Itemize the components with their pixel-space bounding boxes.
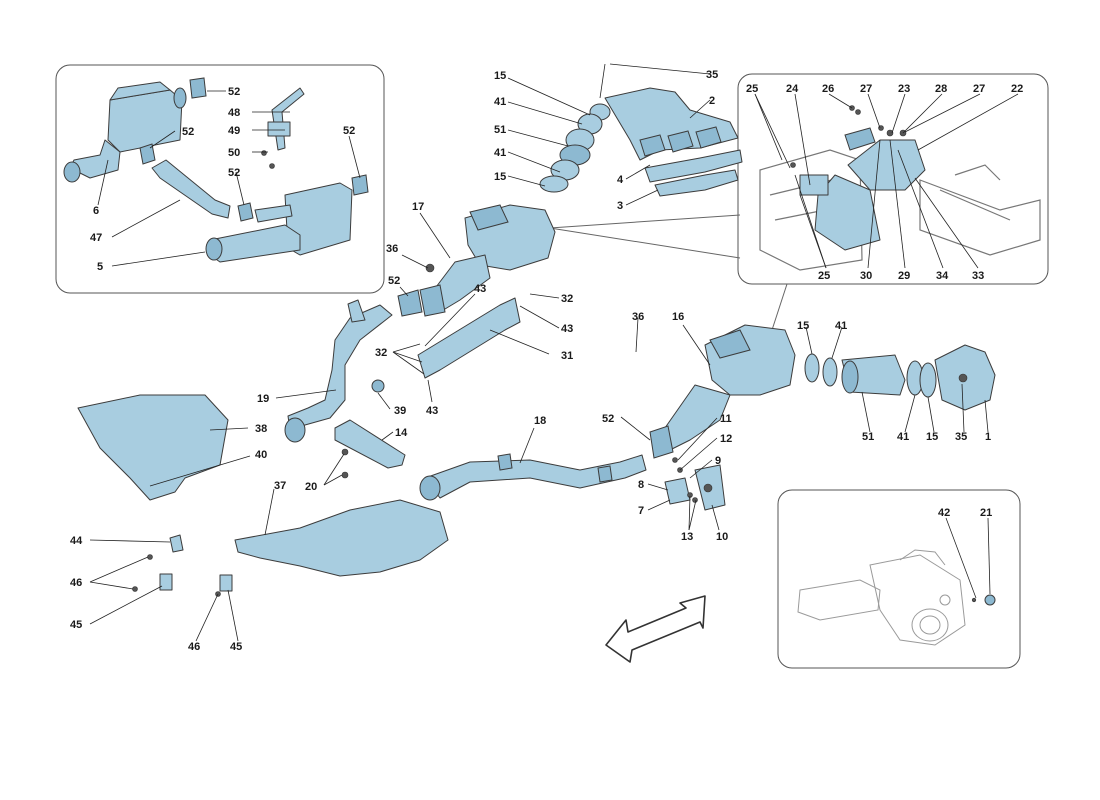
inset-chassis-mounting	[737, 73, 1049, 285]
catalyst-right	[649, 324, 796, 459]
direction-arrow	[605, 595, 706, 663]
callout-52: 52	[343, 125, 355, 137]
callout-30: 30	[860, 270, 872, 282]
underbody-shield-38	[77, 394, 229, 501]
callout-21: 21	[980, 507, 992, 519]
callout-11: 11	[720, 413, 732, 425]
callout-26: 26	[822, 83, 834, 95]
callout-25: 25	[746, 83, 758, 95]
callout-45: 45	[70, 619, 82, 631]
bracket-14	[334, 419, 406, 469]
callout-17: 17	[412, 201, 424, 213]
callout-20: 20	[305, 481, 317, 493]
callout-49: 49	[228, 125, 240, 137]
callout-3: 3	[617, 200, 623, 212]
callout-52: 52	[182, 126, 194, 138]
callout-52: 52	[228, 86, 240, 98]
exhaust-manifold-upper	[539, 63, 743, 197]
callout-50: 50	[228, 147, 240, 159]
callout-43: 43	[474, 283, 486, 295]
callout-43: 43	[561, 323, 573, 335]
callout-36: 36	[386, 243, 398, 255]
callout-32: 32	[375, 347, 387, 359]
callout-28: 28	[935, 83, 947, 95]
callout-15: 15	[494, 70, 506, 82]
callout-14: 14	[395, 427, 408, 439]
callout-42: 42	[938, 507, 950, 519]
callout-27: 27	[860, 83, 872, 95]
callout-27: 27	[973, 83, 985, 95]
callout-25: 25	[818, 270, 830, 282]
inset-muffler-assembly	[55, 64, 385, 294]
underbody-shield-37	[234, 499, 449, 577]
callout-6: 6	[93, 205, 99, 217]
pipe-part-47	[151, 159, 231, 219]
callout-19: 19	[257, 393, 269, 405]
callout-4: 4	[617, 174, 624, 186]
callout-45: 45	[230, 641, 242, 653]
turbo-outlet-1	[804, 344, 996, 411]
callout-15: 15	[494, 171, 506, 183]
callout-22: 22	[1011, 83, 1023, 95]
callout-8: 8	[638, 479, 644, 491]
callout-34: 34	[936, 270, 949, 282]
callout-41: 41	[494, 147, 506, 159]
callout-51: 51	[494, 124, 506, 136]
callout-47: 47	[90, 232, 102, 244]
pipe-center-18	[424, 454, 647, 499]
callout-41: 41	[835, 320, 847, 332]
callout-labels: 52 48 49 50 52 52 52 6 47 5 35 15 41 51 …	[70, 69, 1023, 653]
callout-38: 38	[255, 423, 267, 435]
callout-7: 7	[638, 505, 644, 517]
callout-39: 39	[394, 405, 406, 417]
callout-41: 41	[897, 431, 909, 443]
callout-1: 1	[985, 431, 991, 443]
callout-35: 35	[955, 431, 967, 443]
callout-41: 41	[494, 96, 506, 108]
callout-15: 15	[926, 431, 938, 443]
callout-23: 23	[898, 83, 910, 95]
callout-46: 46	[188, 641, 200, 653]
callout-33: 33	[972, 270, 984, 282]
callout-5: 5	[97, 261, 103, 273]
callout-10: 10	[716, 531, 728, 543]
callout-2: 2	[709, 95, 715, 107]
callout-12: 12	[720, 433, 732, 445]
callout-40: 40	[255, 449, 267, 461]
callout-46: 46	[70, 577, 82, 589]
catalyst-left	[419, 204, 556, 317]
leader-lines	[89, 63, 1019, 642]
callout-29: 29	[898, 270, 910, 282]
callout-52: 52	[228, 167, 240, 179]
callout-52: 52	[602, 413, 614, 425]
callout-44: 44	[70, 535, 83, 547]
callout-18: 18	[534, 415, 546, 427]
callout-16: 16	[672, 311, 684, 323]
callout-43: 43	[426, 405, 438, 417]
callout-52: 52	[388, 275, 400, 287]
callout-13: 13	[681, 531, 693, 543]
callout-24: 24	[786, 83, 799, 95]
callout-48: 48	[228, 107, 240, 119]
callout-32: 32	[561, 293, 573, 305]
callout-31: 31	[561, 350, 573, 362]
small-fasteners	[132, 534, 233, 597]
callout-9: 9	[715, 455, 721, 467]
callout-15: 15	[797, 320, 809, 332]
inset-flange-detail	[777, 489, 1021, 669]
heat-shield-31	[417, 297, 521, 379]
callout-36: 36	[632, 311, 644, 323]
callout-51: 51	[862, 431, 874, 443]
callout-35: 35	[706, 69, 718, 81]
mount-hardware	[664, 457, 726, 511]
callout-37: 37	[274, 480, 286, 492]
pipe-left-19	[284, 289, 423, 443]
